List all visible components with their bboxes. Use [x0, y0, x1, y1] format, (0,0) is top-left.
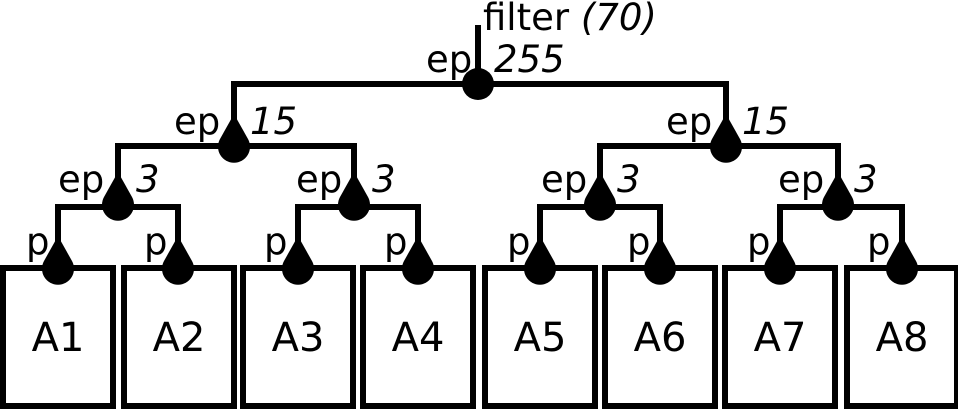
filter-label: filter (70) [483, 0, 657, 39]
leaf-port-5: p [507, 220, 531, 263]
leaf-node-3 [282, 236, 314, 285]
leaf-node-6 [644, 236, 676, 285]
leaf-label-1: A1 [32, 315, 85, 361]
leaf-node-5 [524, 236, 556, 285]
leaf-port-3: p [264, 220, 288, 263]
l3-node-1 [101, 172, 134, 221]
l2-right-port: ep [666, 100, 712, 143]
leaf-port-8: p [867, 220, 891, 263]
l3-node-3 [584, 172, 616, 221]
leaf-label-7: A7 [754, 315, 807, 361]
leaf-boxes [0, 265, 958, 409]
l3-3-port: ep [541, 158, 587, 201]
l3-2-value: 3 [372, 158, 396, 201]
leaf-port-2: p [144, 220, 168, 263]
leaf-box-5 [482, 265, 598, 409]
leaf-label-4: A4 [392, 315, 445, 361]
root-node [462, 68, 494, 100]
l2-node-left [218, 114, 250, 163]
filter-value: (70) [581, 0, 657, 39]
l3-4-value: 3 [854, 158, 878, 201]
root-value-label: 255 [494, 38, 565, 81]
leaf-port-4: p [384, 220, 408, 263]
tree-nodes [42, 68, 918, 285]
l3-2-port: ep [296, 158, 342, 201]
leaf-node-1 [42, 236, 74, 285]
l2-left-value: 15 [250, 100, 297, 143]
leaf-port-6: p [627, 220, 651, 263]
l2-left-port: ep [174, 100, 220, 143]
leaf-box-1 [0, 265, 116, 409]
l3-node-2 [338, 172, 370, 221]
leaf-label-6: A6 [634, 315, 687, 361]
leaf-box-7 [722, 265, 838, 409]
leaf-label-8: A8 [876, 315, 929, 361]
l3-1-value: 3 [136, 158, 160, 201]
l3-node-4 [821, 172, 854, 221]
leaf-label-3: A3 [272, 315, 325, 361]
leaf-port-7: p [747, 220, 771, 263]
leaf-box-3 [240, 265, 356, 409]
leaf-node-8 [886, 236, 918, 285]
leaf-label-5: A5 [514, 315, 567, 361]
leaf-node-2 [162, 236, 194, 285]
l2-node-right [710, 114, 742, 163]
filter-word: filter [483, 0, 570, 39]
l3-4-port: ep [778, 158, 824, 201]
l3-1-port: ep [58, 158, 104, 201]
tree-labels: filter (70) ep 255 ep 15 ep 15 ep 3 ep 3… [26, 0, 928, 361]
l2-right-value: 15 [742, 100, 789, 143]
leaf-label-2: A2 [153, 315, 206, 361]
root-port-label: ep [426, 38, 472, 81]
leaf-node-4 [402, 236, 434, 285]
leaf-box-6 [602, 265, 718, 409]
leaf-port-1: p [26, 220, 50, 263]
l3-3-value: 3 [617, 158, 641, 201]
leaf-node-7 [764, 236, 796, 285]
